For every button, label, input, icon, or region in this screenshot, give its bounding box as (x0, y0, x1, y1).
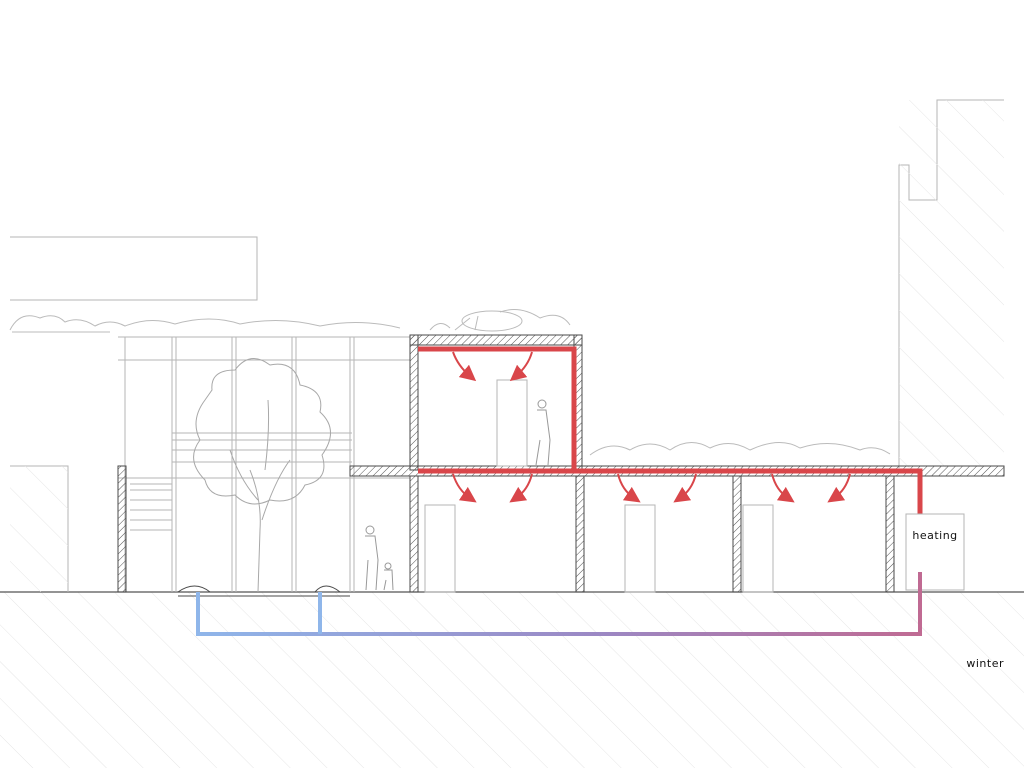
heating-label: heating (912, 528, 958, 542)
roof-vegetation-icon (9, 309, 891, 456)
person-child-icon (383, 562, 394, 591)
atrium-glazing (118, 336, 410, 592)
tree-elevation-icon (193, 358, 331, 593)
season-label: winter (966, 657, 1004, 670)
person-adult-icon (365, 525, 379, 591)
warm-air-duct (418, 346, 923, 514)
ground (0, 591, 1024, 768)
neighbour-buildings (10, 99, 1004, 592)
underground-pipe (196, 572, 922, 636)
air-outlet-arrow-icon (452, 351, 851, 503)
person-adult-icon (535, 399, 551, 466)
heating-unit (905, 513, 965, 591)
building-section (117, 334, 1005, 597)
